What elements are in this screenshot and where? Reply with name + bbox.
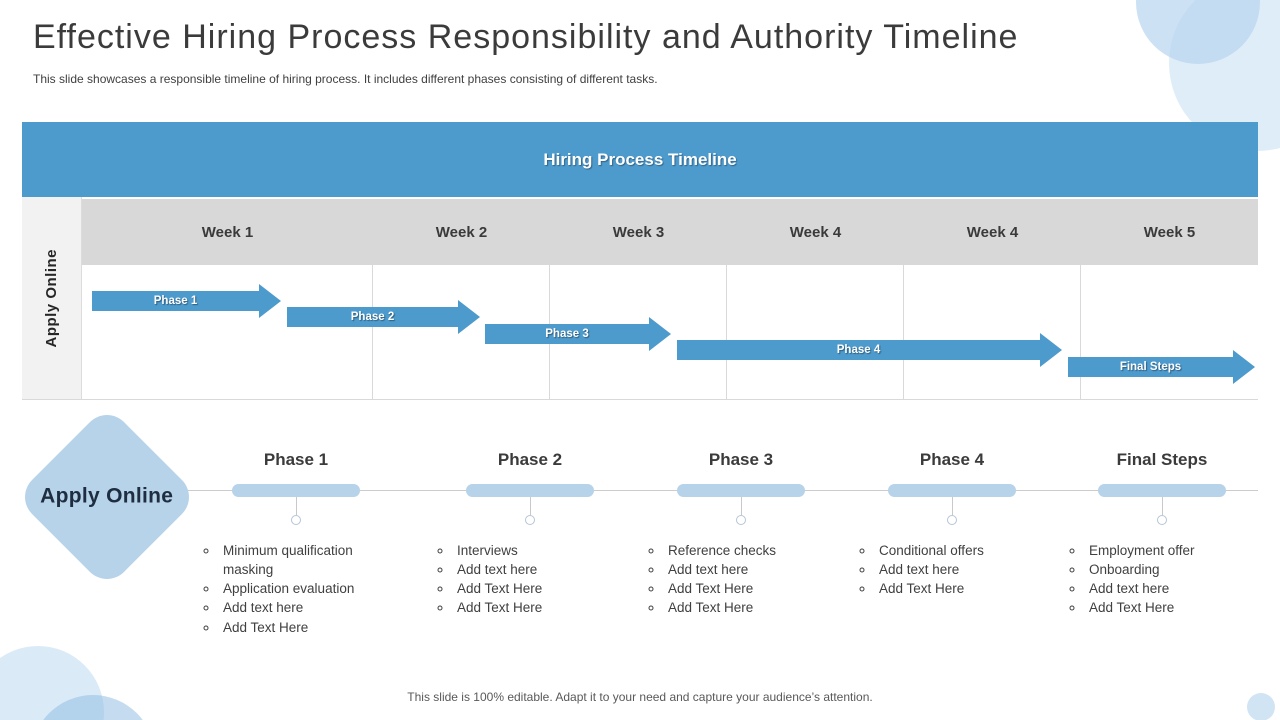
task-item: Reference checks bbox=[664, 541, 842, 560]
phase-column-3: Phase 3 Reference checksAdd text hereAdd… bbox=[636, 450, 846, 618]
phase-bar bbox=[232, 484, 360, 497]
phase-title: Final Steps bbox=[1116, 450, 1208, 469]
week-header-cell: Week 2 bbox=[435, 223, 488, 241]
task-item: Add Text Here bbox=[219, 618, 397, 637]
gantt-arrow-phase-3: Phase 3 bbox=[485, 317, 671, 351]
arrow-head bbox=[1040, 333, 1062, 367]
gantt-arrow-phase-4: Phase 4 bbox=[677, 333, 1062, 367]
grid-cell bbox=[904, 265, 1081, 399]
arrow-label: Final Steps bbox=[1119, 361, 1182, 373]
connector-line bbox=[1161, 497, 1163, 515]
week-header-row: Week 1 Week 2 Week 3 Week 4 Week 4 Week … bbox=[82, 197, 1258, 265]
phase-task-list: Reference checksAdd text hereAdd Text He… bbox=[646, 541, 842, 618]
row-label-text: Apply Online bbox=[43, 248, 60, 348]
arrow-stem bbox=[287, 307, 460, 327]
phase-column-2: Phase 2 InterviewsAdd text hereAdd Text … bbox=[425, 450, 635, 618]
arrow-stem bbox=[677, 340, 1042, 360]
phase-bar bbox=[677, 484, 805, 497]
arrow-head bbox=[1233, 350, 1255, 384]
task-item: Employment offer bbox=[1085, 541, 1263, 560]
task-item: Add text here bbox=[1085, 579, 1263, 598]
phase-bar bbox=[888, 484, 1016, 497]
connector-dot bbox=[947, 515, 957, 525]
timeline-grid-area: Week 1 Week 2 Week 3 Week 4 Week 4 Week … bbox=[82, 197, 1258, 400]
gantt-arrow-phase-1: Phase 1 bbox=[92, 284, 281, 318]
table-header-bar: Hiring Process Timeline bbox=[22, 122, 1258, 197]
hiring-timeline-table: Hiring Process Timeline Apply Online Wee… bbox=[22, 122, 1258, 400]
arrow-head bbox=[649, 317, 671, 351]
task-item: Add text here bbox=[664, 560, 842, 579]
arrow-label: Phase 2 bbox=[350, 311, 395, 323]
phase-bar bbox=[466, 484, 594, 497]
week-header-cell: Week 4 bbox=[789, 223, 842, 241]
decorative-circle bbox=[1247, 693, 1275, 720]
slide-footer-note: This slide is 100% editable. Adapt it to… bbox=[407, 690, 873, 704]
phase-task-list: Conditional offersAdd text hereAdd Text … bbox=[857, 541, 1053, 598]
task-item: Add Text Here bbox=[453, 598, 631, 617]
grid-cell bbox=[550, 265, 727, 399]
arrow-stem bbox=[92, 291, 261, 311]
phase-title: Phase 3 bbox=[708, 450, 774, 469]
connector-line bbox=[951, 497, 953, 515]
task-item: Add text here bbox=[453, 560, 631, 579]
phase-column-final-steps: Final Steps Employment offerOnboardingAd… bbox=[1057, 450, 1267, 618]
week-header-cell: Week 1 bbox=[201, 223, 254, 241]
task-item: Add text here bbox=[219, 598, 397, 617]
phase-bar bbox=[1098, 484, 1226, 497]
slide-title: Effective Hiring Process Responsibility … bbox=[33, 18, 1019, 56]
phase-title: Phase 2 bbox=[497, 450, 563, 469]
task-item: Add Text Here bbox=[664, 598, 842, 617]
task-item: Add Text Here bbox=[664, 579, 842, 598]
phase-task-list: InterviewsAdd text hereAdd Text HereAdd … bbox=[435, 541, 631, 618]
task-item: Interviews bbox=[453, 541, 631, 560]
phase-column-1: Phase 1 Minimum qualification maskingApp… bbox=[191, 450, 401, 637]
task-item: Add Text Here bbox=[1085, 598, 1263, 617]
row-label-cell: Apply Online bbox=[22, 197, 82, 400]
task-item: Conditional offers bbox=[875, 541, 1053, 560]
table-header-text: Hiring Process Timeline bbox=[543, 149, 737, 169]
connector-line bbox=[740, 497, 742, 515]
week-header-cell: Week 5 bbox=[1143, 223, 1196, 241]
connector-dot bbox=[291, 515, 301, 525]
phase-task-list: Minimum qualification maskingApplication… bbox=[201, 541, 397, 637]
week-header-cell: Week 4 bbox=[966, 223, 1019, 241]
phase-title: Phase 1 bbox=[263, 450, 329, 469]
task-item: Add Text Here bbox=[875, 579, 1053, 598]
arrow-label: Phase 3 bbox=[545, 328, 589, 340]
diamond-label: Apply Online bbox=[40, 485, 174, 509]
task-item: Onboarding bbox=[1085, 560, 1263, 579]
grid-cell bbox=[727, 265, 904, 399]
phase-task-list: Employment offerOnboardingAdd text hereA… bbox=[1067, 541, 1263, 618]
task-item: Add text here bbox=[875, 560, 1053, 579]
connector-line bbox=[295, 497, 297, 515]
arrow-label: Phase 4 bbox=[836, 344, 881, 356]
slide-subtitle: This slide showcases a responsible timel… bbox=[33, 72, 658, 86]
apply-online-diamond: Apply Online bbox=[15, 405, 199, 589]
arrow-head bbox=[458, 300, 480, 334]
arrow-label: Phase 1 bbox=[153, 295, 198, 307]
gantt-arrow-final-steps: Final Steps bbox=[1068, 350, 1255, 384]
task-item: Add Text Here bbox=[453, 579, 631, 598]
arrow-stem bbox=[485, 324, 651, 344]
week-header-cell: Week 3 bbox=[612, 223, 665, 241]
connector-dot bbox=[525, 515, 535, 525]
task-item: Application evaluation bbox=[219, 579, 397, 598]
grid-cell bbox=[82, 265, 373, 399]
gantt-arrow-phase-2: Phase 2 bbox=[287, 300, 480, 334]
task-item: Minimum qualification masking bbox=[219, 541, 397, 579]
connector-dot bbox=[1157, 515, 1167, 525]
phase-column-4: Phase 4 Conditional offersAdd text hereA… bbox=[847, 450, 1057, 598]
phase-title: Phase 4 bbox=[919, 450, 985, 469]
arrow-head bbox=[259, 284, 281, 318]
connector-line bbox=[529, 497, 531, 515]
arrow-stem bbox=[1068, 357, 1235, 377]
connector-dot bbox=[736, 515, 746, 525]
